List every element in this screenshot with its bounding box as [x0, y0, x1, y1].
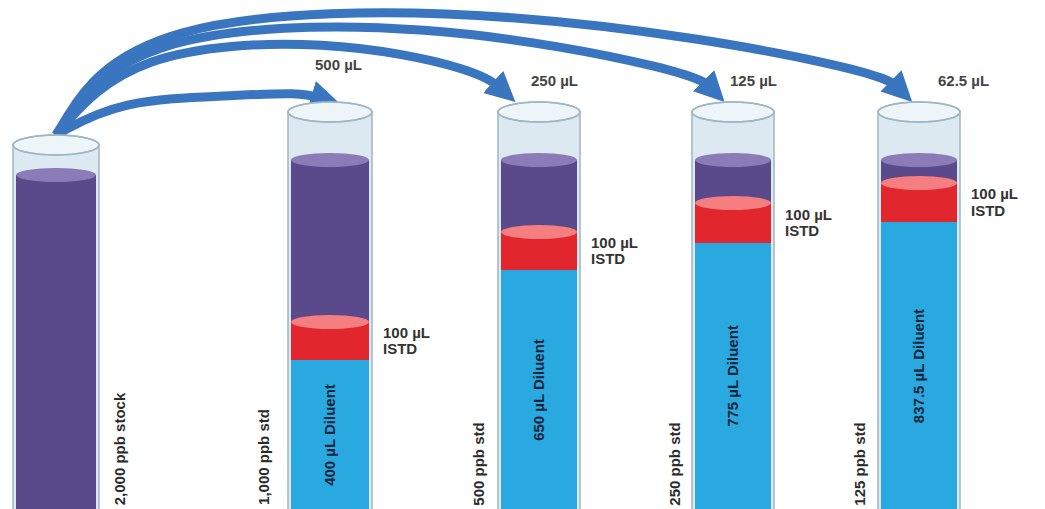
test-tube: 1,000 ppb std100 µL ISTD400 µL Diluent	[287, 102, 373, 509]
diluent-layer	[291, 360, 369, 509]
istd-layer	[881, 183, 957, 509]
stock-liquid	[695, 160, 771, 509]
volume-label: 62.5 µL	[935, 72, 992, 89]
test-tube: 125 ppb std100 µL ISTD837.5 µL Diluent	[877, 102, 961, 509]
tube-glass	[13, 145, 99, 509]
concentration-label: 2,000 ppb stock	[112, 392, 129, 505]
stock-liquid-surface	[881, 153, 957, 167]
tube-drawing	[497, 102, 581, 509]
concentration-label: 1,000 ppb std	[256, 409, 273, 505]
volume-label: 125 µL	[727, 72, 780, 89]
transfer-arrow	[56, 94, 323, 135]
istd-layer-surface	[695, 196, 771, 210]
istd-label: 100 µL ISTD	[785, 207, 847, 240]
stock-liquid-surface	[291, 153, 369, 167]
tube-rim	[13, 135, 99, 155]
volume-label: 500 µL	[312, 56, 365, 73]
concentration-label: 125 ppb std	[852, 422, 869, 505]
tube-rim	[288, 102, 372, 122]
istd-label: 100 µL ISTD	[383, 325, 445, 358]
istd-layer	[291, 322, 369, 509]
istd-layer-surface	[501, 225, 577, 239]
tube-glass	[878, 112, 960, 509]
tube-mouth	[692, 102, 774, 122]
stock-liquid-surface	[501, 153, 577, 167]
volume-label: 250 µL	[528, 72, 581, 89]
stock-liquid	[501, 160, 577, 509]
stock-liquid	[881, 160, 957, 509]
tube-drawing	[12, 135, 100, 509]
tube-glass	[288, 112, 372, 509]
test-tube: 2,000 ppb stock	[12, 135, 100, 509]
tube-drawing	[877, 102, 961, 509]
diluent-layer	[501, 270, 577, 509]
tube-mouth	[288, 102, 372, 122]
test-tube: 250 ppb std100 µL ISTD775 µL Diluent	[691, 102, 775, 509]
tube-rim	[498, 102, 580, 122]
tube-rim	[692, 102, 774, 122]
stock-liquid	[16, 175, 96, 509]
tube-mouth	[13, 135, 99, 155]
concentration-label: 500 ppb std	[471, 422, 488, 505]
istd-layer	[695, 203, 771, 509]
tube-mouth	[878, 102, 960, 122]
istd-layer	[501, 232, 577, 509]
istd-layer-surface	[291, 315, 369, 329]
stock-liquid	[291, 160, 369, 509]
diluent-layer	[695, 243, 771, 509]
stock-liquid-surface	[16, 168, 96, 182]
diluent-label: 775 µL Diluent	[725, 325, 742, 427]
istd-label: 100 µL ISTD	[971, 186, 1033, 219]
diluent-label: 400 µL Diluent	[322, 384, 339, 486]
tube-glass	[498, 112, 580, 509]
tube-mouth	[498, 102, 580, 122]
tube-drawing	[691, 102, 775, 509]
test-tube: 500 ppb std100 µL ISTD650 µL Diluent	[497, 102, 581, 509]
tube-rim	[878, 102, 960, 122]
diluent-label: 837.5 µL Diluent	[911, 308, 928, 422]
tube-glass	[692, 112, 774, 509]
concentration-label: 250 ppb std	[667, 422, 684, 505]
diluent-layer	[881, 222, 957, 509]
diluent-label: 650 µL Diluent	[531, 339, 548, 441]
istd-label: 100 µL ISTD	[591, 235, 653, 268]
stock-liquid-surface	[695, 153, 771, 167]
istd-layer-surface	[881, 176, 957, 190]
